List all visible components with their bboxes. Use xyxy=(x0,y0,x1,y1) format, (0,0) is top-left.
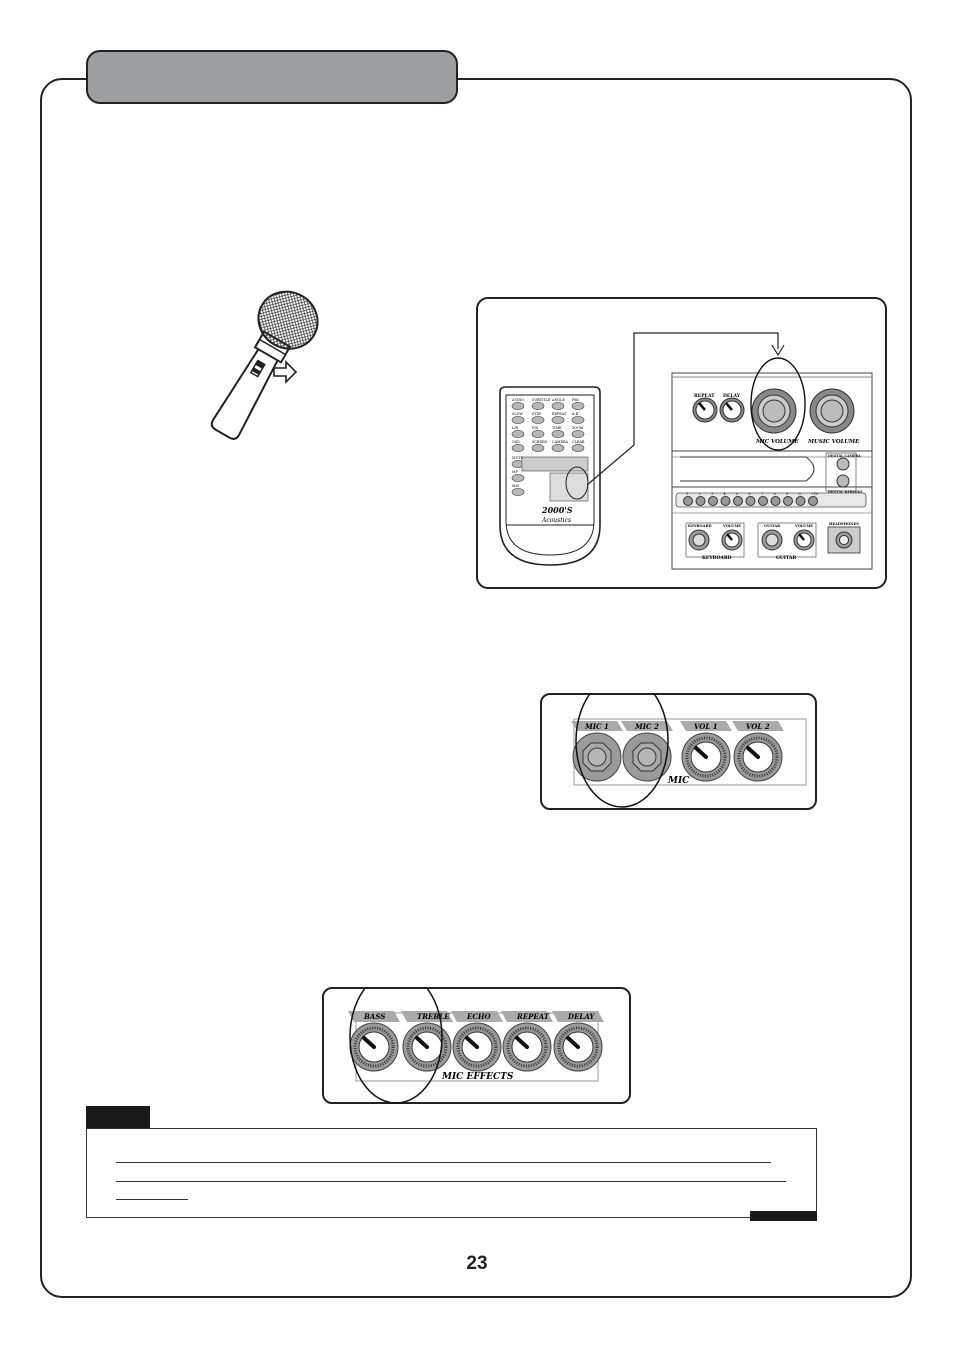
knob-label-delay: DELAY xyxy=(723,393,741,399)
slot-number-label: 1 xyxy=(686,492,688,496)
slot-number-label: 3 xyxy=(711,492,713,496)
slot-number-label: 9 xyxy=(786,492,788,496)
remote-button[interactable] xyxy=(531,416,545,424)
remote-side-label: MIC xyxy=(512,484,520,488)
remote-button-label: SLOW xyxy=(512,412,523,416)
microphone-illustration xyxy=(210,290,319,440)
remote-button-label: ZOOM xyxy=(572,426,584,430)
keyboard-volume-label: VOLUME xyxy=(722,524,741,528)
remote-button[interactable] xyxy=(531,444,545,452)
mic-panel-label: VOL 2 xyxy=(746,722,770,731)
remote-button-label: CLEAR xyxy=(572,440,585,444)
effect-label: DELAY xyxy=(567,1012,595,1021)
remote-side-label: MUTE xyxy=(512,456,524,460)
remote-side-label: MP xyxy=(512,470,518,474)
keyboard-jack-label: KEYBOARD xyxy=(688,524,712,528)
digital-camera-label: DIGITAL CAMERA xyxy=(828,454,861,458)
remote-button-label: AUDIO xyxy=(511,398,524,402)
note-end-bar xyxy=(750,1211,817,1221)
number-slot xyxy=(808,496,818,506)
remote-button[interactable] xyxy=(571,444,585,452)
slot-number-label: 7 xyxy=(761,492,763,496)
number-slot xyxy=(795,496,806,506)
number-slot xyxy=(708,496,718,506)
remote-button-label: REPEAT xyxy=(552,412,567,416)
note-box xyxy=(86,1128,817,1218)
mic-panel-label: VOL 1 xyxy=(694,722,718,731)
note-rule-2 xyxy=(116,1181,786,1182)
page-frame xyxy=(40,78,912,1298)
remote-button-label: PBC xyxy=(572,398,580,402)
section-title-tab xyxy=(86,50,458,104)
effect-label: BASS xyxy=(363,1012,385,1021)
remote-button[interactable] xyxy=(551,402,565,410)
remote-button[interactable] xyxy=(511,444,525,452)
mic-group-label: MIC xyxy=(667,776,690,786)
remote-button-label: ANGLE xyxy=(551,398,565,402)
remote-button[interactable] xyxy=(531,430,545,438)
mic-effects-diagram: BASS TREBLE ECHO REPEAT DELAY MIC EFFECTS xyxy=(348,987,604,1104)
number-slot xyxy=(770,496,781,506)
remote-button[interactable] xyxy=(531,402,545,410)
note-rule-1 xyxy=(116,1162,771,1163)
remote-button[interactable] xyxy=(511,416,525,424)
remote-button-label: SCREEN xyxy=(532,440,547,444)
number-slot xyxy=(758,496,768,506)
mic-panel-label: MIC 1 xyxy=(584,722,609,731)
note-rule-3 xyxy=(116,1199,188,1200)
remote-brand: 2000'S xyxy=(541,505,573,515)
page-number: 23 xyxy=(466,1253,488,1274)
remote-button[interactable] xyxy=(551,430,565,438)
guitar-volume-label: VOLUME xyxy=(794,524,813,528)
music-volume-label: MUSIC VOLUME xyxy=(807,439,860,445)
slot-number-label: 8 xyxy=(774,492,776,496)
effect-label: TREBLE xyxy=(417,1012,450,1021)
mic-panel-label: MIC 2 xyxy=(634,722,659,731)
remote-button-label: STEP xyxy=(532,412,542,416)
mic-volume-label: MIC VOLUME xyxy=(755,439,799,445)
remote-button[interactable] xyxy=(571,430,585,438)
remote-brand-sub: Acoustics xyxy=(541,517,571,524)
effect-label: ECHO xyxy=(466,1012,492,1021)
effect-label: REPEAT xyxy=(516,1012,550,1021)
number-slot xyxy=(745,496,756,506)
digital-karaoke-label: DIGITAL KARAOKE xyxy=(828,490,863,494)
remote-button[interactable] xyxy=(511,474,525,482)
mic-effects-group-label: MIC EFFECTS xyxy=(441,1072,514,1082)
number-slot xyxy=(695,496,706,506)
headphones-label: HEADPHONES xyxy=(829,522,859,526)
knob-label-repeat: REPEAT xyxy=(694,393,715,399)
slot-number-label: 5 xyxy=(736,492,738,496)
remote-button[interactable] xyxy=(511,430,525,438)
slot-number-label: 6 xyxy=(749,492,751,496)
slot-number-label: 4 xyxy=(724,492,726,496)
remote-button[interactable] xyxy=(551,416,565,424)
number-slot xyxy=(733,496,743,506)
remote-button-label: SUBTITLE xyxy=(532,398,551,402)
slot-number-label: +10 xyxy=(811,492,818,496)
slot-number-label: 2 xyxy=(699,492,701,496)
note-tag xyxy=(86,1106,150,1128)
number-slot xyxy=(683,496,693,506)
remote-button-label: TIME xyxy=(552,426,562,430)
remote-button[interactable] xyxy=(511,488,525,496)
remote-button[interactable] xyxy=(551,444,565,452)
remote-button-label: A-B xyxy=(571,412,579,416)
guitar-jack-label: GUITAR xyxy=(764,524,780,528)
number-slot xyxy=(720,496,731,506)
guitar-label: GUITAR xyxy=(776,555,796,561)
remote-button-label: OSD xyxy=(512,440,520,444)
remote-button-label: L/R xyxy=(512,426,518,430)
remote-button-label: P/N xyxy=(532,426,538,430)
remote-button-label: CAMERA xyxy=(552,440,569,444)
number-slot xyxy=(783,496,793,506)
remote-button[interactable] xyxy=(511,402,525,410)
remote-button[interactable] xyxy=(571,402,585,410)
remote-button[interactable] xyxy=(571,416,585,424)
slot-number-label: 0 xyxy=(799,492,801,496)
mic-jack-diagram: MIC 1 MIC 2 VOL 1 VOL 2 MIC xyxy=(571,693,807,808)
keyboard-label: KEYBOARD xyxy=(702,555,732,561)
